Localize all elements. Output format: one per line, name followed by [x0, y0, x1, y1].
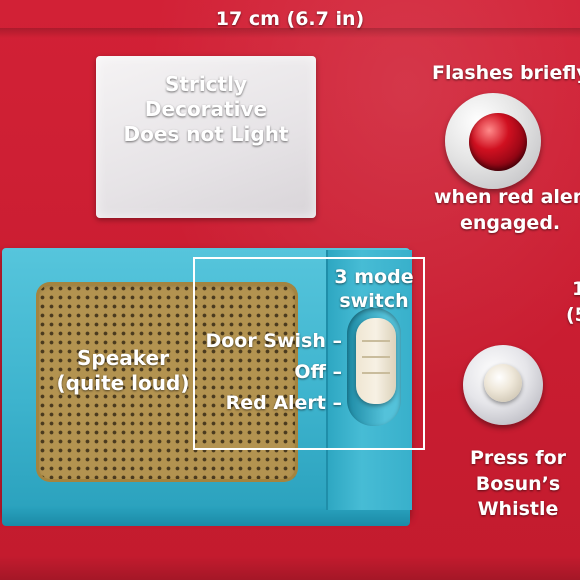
switch-highlight-frame — [193, 257, 425, 450]
red-light-caption-line: when red alert — [434, 186, 580, 208]
decorative-light-plate — [96, 56, 316, 218]
whistle-caption-line: Bosun’s — [475, 472, 561, 495]
decorative-caption-line: Does not Light — [123, 122, 289, 146]
red-light-caption-line: engaged. — [460, 211, 561, 234]
speaker-grille — [36, 282, 298, 482]
panel-bottom-edge-shadow — [0, 556, 580, 580]
speaker-caption-line: Speaker — [77, 346, 169, 370]
red-light-caption-bottom: when red alert engaged. — [432, 185, 580, 236]
red-light-caption-top: Flashes briefly — [432, 62, 580, 84]
cut-off-dimension-fragment: 1 — [572, 278, 580, 300]
decorative-plate-caption: Strictly Decorative Does not Light — [96, 72, 316, 147]
whistle-button-caption: Press for Bosun’s Whistle — [456, 446, 580, 523]
dimension-label: 17 cm (6.7 in) — [215, 8, 365, 30]
cut-off-dimension-fragment: (5 — [566, 304, 580, 326]
speaker-caption-line: (quite loud) — [56, 371, 190, 395]
decorative-caption-line: Strictly — [165, 72, 247, 96]
panel-top-edge-shadow — [0, 28, 580, 38]
mode-option-door-swish[interactable]: Door Swish – — [205, 330, 342, 352]
mode-switch-title-line: switch — [339, 289, 409, 312]
mode-switch-title: 3 mode switch — [326, 266, 422, 314]
bosun-whistle-button[interactable] — [484, 364, 522, 402]
speaker-caption: Speaker (quite loud) — [38, 346, 208, 396]
whistle-caption-line: Press for — [469, 447, 567, 469]
knob-rib — [362, 340, 390, 342]
whistle-caption-line: Whistle — [477, 498, 559, 521]
knob-rib — [362, 372, 390, 374]
mode-switch-knob[interactable] — [356, 318, 396, 404]
decorative-caption-line: Decorative — [144, 97, 268, 121]
mode-switch-title-line: 3 mode — [334, 266, 414, 288]
mode-option-red-alert[interactable]: Red Alert – — [225, 392, 342, 414]
knob-rib — [362, 356, 390, 358]
mode-option-off[interactable]: Off – — [294, 361, 342, 383]
red-alert-lamp — [469, 113, 527, 171]
speaker-housing-base — [2, 506, 410, 526]
